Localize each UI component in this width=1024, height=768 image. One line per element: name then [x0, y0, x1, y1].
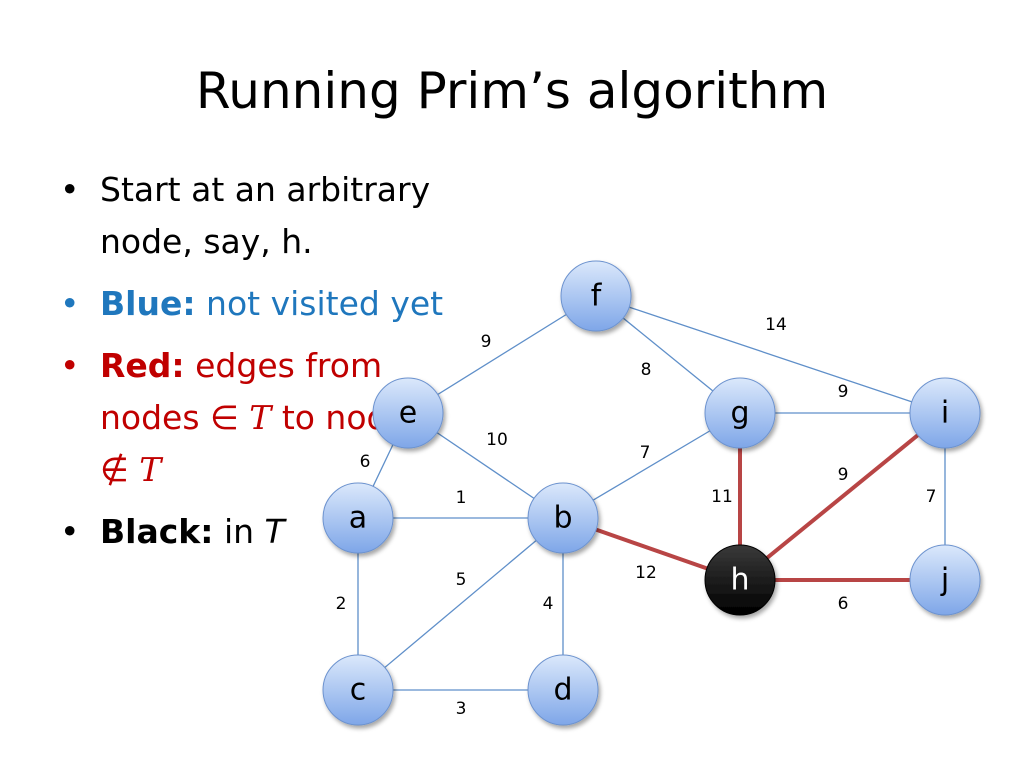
node-d: d — [527, 654, 599, 726]
bullet-red-text1: edges from nodes ∈ — [100, 346, 383, 437]
node-label-j: j — [940, 563, 949, 598]
bullet-dot-icon: • — [60, 170, 80, 209]
node-circle-h — [704, 544, 776, 616]
edge-weight-f-g: 8 — [641, 360, 652, 380]
node-circle-c — [322, 654, 394, 726]
edge-weight-i-h: 9 — [838, 465, 849, 485]
edge-weight-e-f: 9 — [481, 332, 492, 352]
node-a: a — [322, 482, 394, 554]
node-c: c — [322, 654, 394, 726]
edges-layer — [357, 295, 947, 691]
node-label-c: c — [350, 673, 367, 708]
node-circle-i — [909, 377, 981, 449]
node-circle-g — [704, 377, 776, 449]
bullet-black: • Black: in T — [58, 506, 498, 558]
node-j: j — [909, 544, 981, 616]
node-label-i: i — [941, 396, 949, 431]
edge-weight-f-i: 14 — [765, 315, 787, 335]
edge-weight-b-d: 4 — [543, 594, 554, 614]
node-label-g: g — [730, 396, 749, 431]
edge-f-i — [595, 295, 946, 414]
bullet-red-symbol1: T — [249, 398, 272, 437]
bullet-dot-icon: • — [60, 284, 80, 323]
node-i: i — [909, 377, 981, 449]
edge-e-f — [407, 295, 597, 414]
edge-weight-g-h: 11 — [711, 487, 733, 507]
bullet-red-strong: Red: — [100, 346, 185, 385]
bullet-blue: • Blue: not visited yet — [58, 278, 498, 330]
node-b: b — [527, 482, 599, 554]
node-label-e: e — [399, 396, 417, 431]
edge-weight-e-a: 6 — [360, 452, 371, 472]
node-label-b: b — [553, 501, 572, 536]
edge-weight-a-b: 1 — [456, 488, 467, 508]
node-circle-f — [560, 260, 632, 332]
node-e: e — [372, 377, 444, 449]
edge-weight-a-c: 2 — [336, 594, 347, 614]
bullet-list: • Start at an arbitrary node, say, h. • … — [58, 164, 498, 568]
node-h: h — [704, 544, 776, 616]
bullet-red-symbol2: T — [139, 450, 162, 489]
node-circle-j — [909, 544, 981, 616]
node-circle-b — [527, 482, 599, 554]
edge-weight-b-c: 5 — [456, 570, 467, 590]
bullet-dot-icon: • — [60, 346, 80, 385]
edge-weight-b-h: 12 — [635, 563, 657, 583]
bullet-black-strong: Black: — [100, 512, 214, 551]
node-circle-a — [322, 482, 394, 554]
node-g: g — [704, 377, 776, 449]
node-label-h: h — [730, 563, 749, 598]
bullet-blue-strong: Blue: — [100, 284, 196, 323]
edge-weight-c-d: 3 — [456, 699, 467, 719]
node-label-d: d — [553, 673, 572, 708]
node-f: f — [560, 260, 632, 332]
edge-weight-b-g: 7 — [640, 443, 651, 463]
bullet-black-text: in — [223, 512, 255, 551]
edge-weight-h-j: 6 — [838, 594, 849, 614]
edge-b-c — [357, 517, 564, 691]
bullet-start: • Start at an arbitrary node, say, h. — [58, 164, 498, 268]
bullet-blue-text: not visited yet — [206, 284, 444, 323]
node-circle-d — [527, 654, 599, 726]
node-label-f: f — [591, 279, 603, 314]
edge-weight-e-b: 10 — [486, 430, 508, 450]
node-label-a: a — [349, 501, 367, 536]
bullet-dot-icon: • — [60, 512, 80, 551]
node-circle-e — [372, 377, 444, 449]
edge-weight-g-i: 9 — [838, 382, 849, 402]
bullet-start-text: Start at an arbitrary node, say, h. — [100, 170, 431, 261]
slide-title: Running Prim’s algorithm — [195, 62, 829, 120]
edge-weight-i-j: 7 — [926, 487, 937, 507]
bullet-black-symbol: T — [264, 512, 285, 551]
nodes-layer: a b c d e f g h i j — [322, 260, 981, 726]
edge-i-h — [738, 411, 947, 582]
